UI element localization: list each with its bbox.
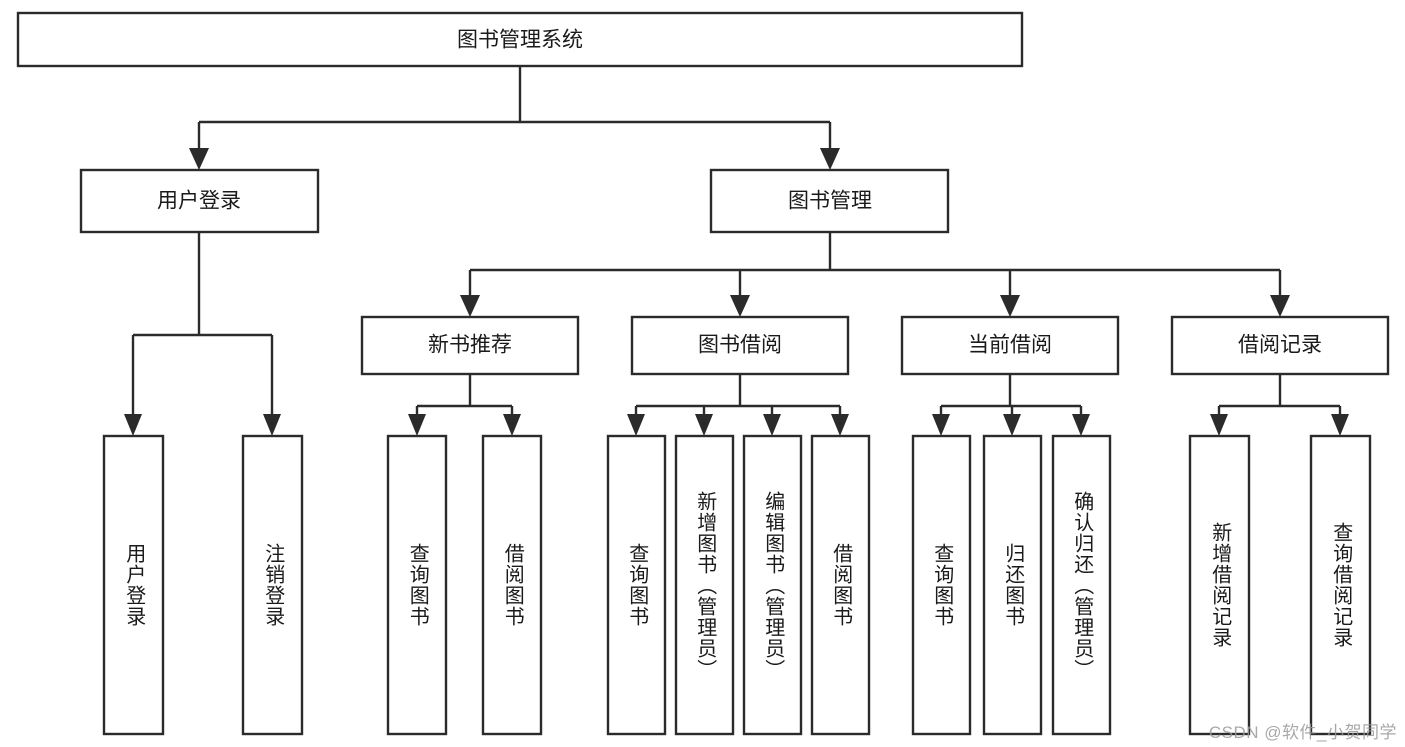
node-borrow-records-label: 借阅记录 [1238, 334, 1322, 357]
node-new-book-recommend-label: 新书推荐 [428, 334, 512, 357]
node-book-borrow[interactable]: 图书借阅 [630, 315, 850, 376]
connector-group-login [124, 232, 281, 436]
arrow-root-to-bookmgmt-icon [820, 148, 840, 170]
leaf-box-add-borrow-record[interactable] [1188, 434, 1251, 736]
leaf-box-borrow-book[interactable] [810, 434, 871, 736]
node-book-borrow-label: 图书借阅 [698, 334, 782, 357]
connector-group-current [932, 374, 1090, 436]
node-new-book-recommend[interactable]: 新书推荐 [360, 315, 580, 376]
arrow-login-leaf2-icon [263, 414, 281, 436]
node-book-management-label: 图书管理 [788, 190, 872, 213]
arrow-newbook-l2-icon [503, 414, 521, 436]
arrow-borrow-l3-icon [763, 414, 781, 436]
connector-group-root [189, 66, 840, 170]
arrow-borrow-l2-icon [695, 414, 713, 436]
arrow-records-l1-icon [1210, 414, 1228, 436]
arrow-root-to-login-icon [189, 148, 209, 170]
leaf-box-confirm-return-admin[interactable] [1051, 434, 1112, 736]
node-current-borrow-label: 当前借阅 [968, 334, 1052, 357]
leaf-box-user-login[interactable] [102, 434, 165, 736]
leaf-box-add-book-admin[interactable] [674, 434, 735, 736]
arrow-login-leaf1-icon [124, 414, 142, 436]
leaf-box-return-book[interactable] [982, 434, 1043, 736]
node-book-borrow-box[interactable] [630, 315, 850, 376]
connector-group-bookmgmt [460, 232, 1290, 317]
leaf-box-borrow-book-newbook[interactable] [481, 434, 543, 736]
arrow-borrow-l1-icon [627, 414, 645, 436]
arrow-bookmgmt-c2-icon [730, 295, 750, 317]
leaf-box-edit-book-admin[interactable] [742, 434, 803, 736]
node-root[interactable]: 图书管理系统 [16, 11, 1024, 68]
arrow-records-l2-icon [1331, 414, 1349, 436]
arrow-bookmgmt-c4-icon [1270, 295, 1290, 317]
arrow-current-l2-icon [1003, 414, 1021, 436]
node-borrow-records-box[interactable] [1170, 315, 1390, 376]
node-new-book-recommend-box[interactable] [360, 315, 580, 376]
leaf-box-query-book-current[interactable] [911, 434, 972, 736]
arrow-bookmgmt-c1-icon [460, 295, 480, 317]
node-user-login-box[interactable] [79, 168, 320, 234]
csdn-watermark: CSDN @软件_小贺同学 [1208, 723, 1397, 742]
leaf-box-query-book-newbook[interactable] [386, 434, 448, 736]
leaf-box-query-book-borrow[interactable] [606, 434, 667, 736]
arrow-newbook-l1-icon [408, 414, 426, 436]
node-root-box[interactable] [16, 11, 1024, 68]
leaf-box-query-borrow-record[interactable] [1309, 434, 1372, 736]
arrow-bookmgmt-c3-icon [1000, 295, 1020, 317]
node-user-login[interactable]: 用户登录 [79, 168, 320, 234]
node-book-management[interactable]: 图书管理 [709, 168, 950, 234]
connector-group-newbook [408, 374, 521, 436]
arrow-borrow-l4-icon [831, 414, 849, 436]
node-book-management-box[interactable] [709, 168, 950, 234]
node-user-login-label: 用户登录 [157, 190, 241, 213]
node-root-label: 图书管理系统 [457, 29, 583, 52]
connector-group-records [1210, 374, 1349, 436]
leaf-box-logout[interactable] [241, 434, 304, 736]
connector-group-borrow [627, 374, 849, 436]
node-borrow-records[interactable]: 借阅记录 [1170, 315, 1390, 376]
arrow-current-l1-icon [932, 414, 950, 436]
node-current-borrow-box[interactable] [900, 315, 1120, 376]
arrow-current-l3-icon [1072, 414, 1090, 436]
node-current-borrow[interactable]: 当前借阅 [900, 315, 1120, 376]
